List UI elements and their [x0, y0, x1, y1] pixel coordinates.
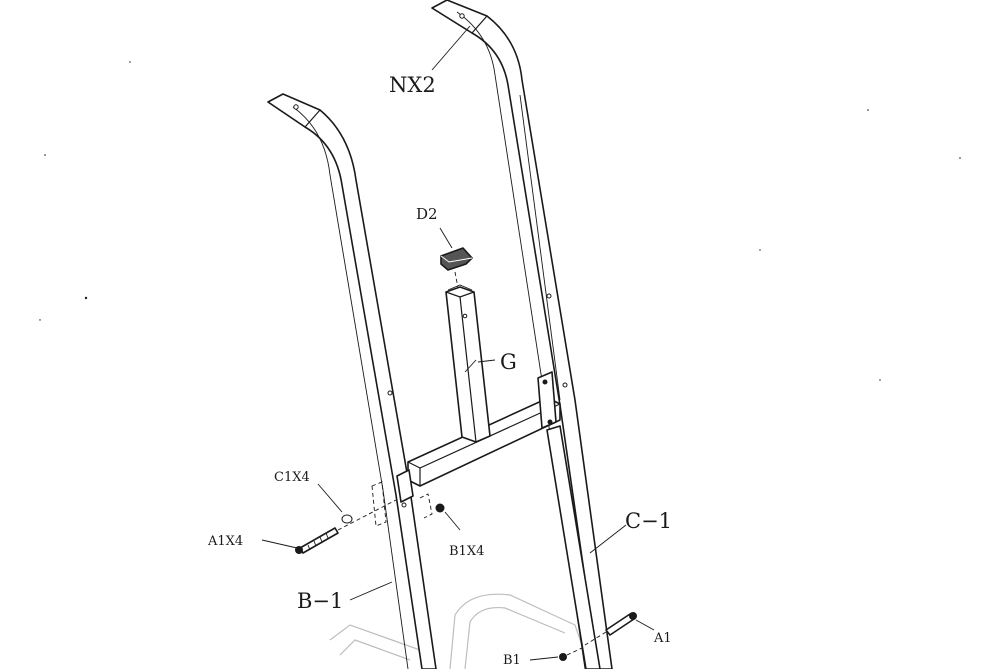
- nut-b1-right: [559, 653, 567, 661]
- hole: [546, 293, 552, 299]
- label-g: G: [500, 350, 517, 374]
- label-c1x4: C1X4: [274, 470, 310, 485]
- label-a1: A1: [653, 631, 672, 646]
- hardware-left: [295, 481, 397, 554]
- upright-b-1: [267, 93, 437, 669]
- hole: [562, 382, 568, 388]
- bracket-bolt: [547, 419, 553, 425]
- crossbar: [396, 371, 561, 503]
- bolt-a1: [299, 527, 339, 554]
- hardware-right: [559, 612, 637, 661]
- label-a1x4: A1X4: [207, 534, 243, 549]
- hole: [459, 13, 465, 19]
- scan-specks: [39, 61, 961, 381]
- label-c-1: C−1: [625, 509, 672, 533]
- label-nx2: NX2: [389, 73, 436, 97]
- hole: [401, 502, 407, 508]
- label-b1x4: B1X4: [449, 544, 484, 559]
- hole: [293, 104, 299, 110]
- label-b-1: B−1: [297, 589, 343, 613]
- hole: [387, 390, 393, 396]
- washer-c1: [341, 514, 353, 524]
- bracket-bolt: [542, 379, 548, 385]
- hardware-nut-b1x4: [419, 493, 445, 519]
- cap-d2: [440, 247, 473, 289]
- post-g: [445, 284, 491, 443]
- label-b1: B1: [503, 653, 521, 668]
- leader-lines: [261, 25, 655, 661]
- upright-c-1: [431, 0, 613, 669]
- hole: [462, 313, 468, 319]
- label-d2: D2: [416, 205, 438, 223]
- nut-b1: [435, 503, 445, 513]
